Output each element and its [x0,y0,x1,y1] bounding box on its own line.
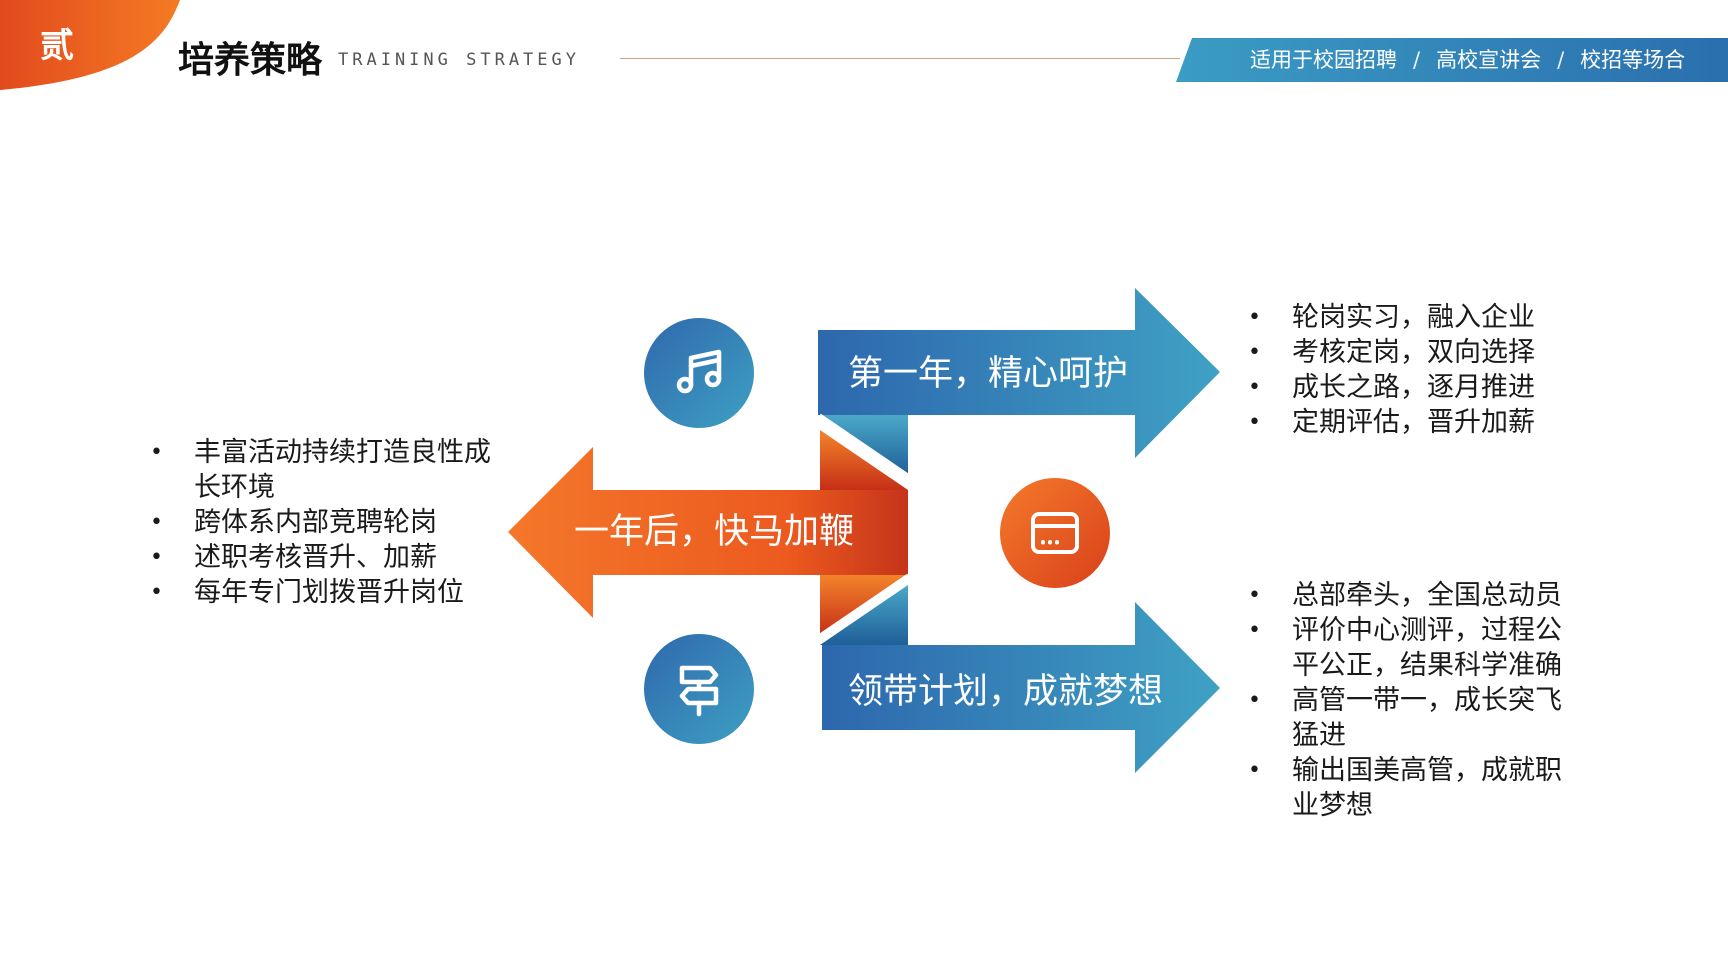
fold-orange-top [820,430,908,490]
section-number: 贰 [40,26,74,66]
calendar-icon [1000,478,1110,588]
arrow-label-after-year: 一年后，快马加鞭 [574,512,855,552]
arrow-label-first-year: 第一年，精心呵护 [848,354,1129,394]
arrow-label-leadership: 领带计划，成就梦想 [848,672,1164,712]
page-subtitle: TRAINING STRATEGY [338,50,580,70]
list-item: 输出国美高管，成就职业梦想 [1248,753,1584,823]
leadership-list: 总部牵头，全国总动员 评价中心测评，过程公平公正，结果科学准确 高管一带一，成长… [1248,578,1584,823]
tag-separator: / [1413,48,1421,72]
list-item: 丰富活动持续打造良性成长环境 [150,435,495,505]
scenario-tag: 适用于校园招聘 [1250,48,1397,72]
first-year-list: 轮岗实习，融入企业 考核定岗，双向选择 成长之路，逐月推进 定期评估，晋升加薪 [1248,300,1628,440]
list-item: 轮岗实习，融入企业 [1248,300,1628,335]
scenario-tag: 高校宣讲会 [1436,48,1542,72]
arrow-after-year [508,447,908,618]
section-badge [0,0,180,90]
list-item: 总部牵头，全国总动员 [1248,578,1584,613]
list-item: 高管一带一，成长突飞猛进 [1248,683,1584,753]
title-divider [620,58,1180,59]
scenario-tags: 适用于校园招聘 / 高校宣讲会 / 校招等场合 [1250,44,1710,76]
list-item: 考核定岗，双向选择 [1248,335,1628,370]
list-item: 成长之路，逐月推进 [1248,370,1628,405]
signpost-icon [644,634,754,744]
arrow-leadership [822,602,1220,773]
page-title: 培养策略 [178,40,323,81]
list-item: 述职考核晋升、加薪 [150,540,495,575]
arrow-first-year [818,288,1220,458]
music-note-icon [644,318,754,428]
fold-bottom [820,585,908,645]
list-item: 每年专门划拨晋升岗位 [150,575,495,610]
after-year-list: 丰富活动持续打造良性成长环境 跨体系内部竞聘轮岗 述职考核晋升、加薪 每年专门划… [150,435,495,610]
list-item: 跨体系内部竞聘轮岗 [150,505,495,540]
list-item: 评价中心测评，过程公平公正，结果科学准确 [1248,613,1584,683]
scenario-banner [1176,38,1728,82]
scenario-tag: 校招等场合 [1580,48,1686,72]
list-item: 定期评估，晋升加薪 [1248,405,1628,440]
tag-separator: / [1557,48,1565,72]
